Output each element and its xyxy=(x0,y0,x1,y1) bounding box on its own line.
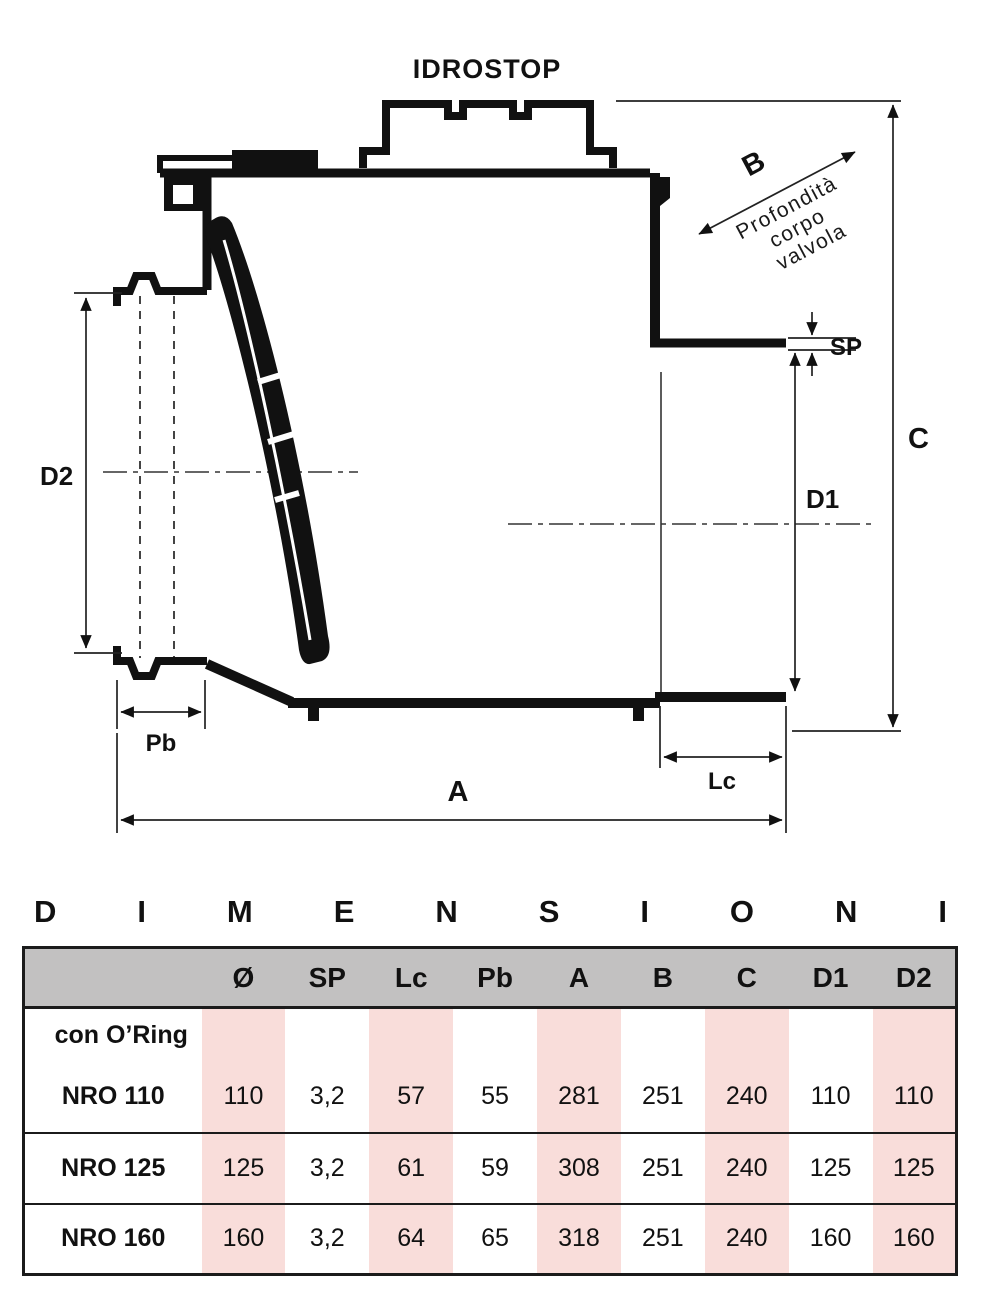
section-title-letter: O xyxy=(729,894,755,929)
group-label: con O’Ring xyxy=(54,1020,188,1049)
valve-flap xyxy=(205,216,330,665)
section-title-letter: I xyxy=(640,894,649,929)
value-cell: 240 xyxy=(704,1061,789,1133)
centerlines xyxy=(103,471,874,525)
section-title-letter: E xyxy=(333,894,355,929)
value-cell: 64 xyxy=(369,1203,454,1275)
value-cell: 110 xyxy=(872,1061,957,1133)
value-cell: 110 xyxy=(201,1061,286,1133)
table-row: NRO 125 125 3,2 61 59 308 251 240 125 125 xyxy=(23,1132,957,1204)
value-cell: 240 xyxy=(704,1132,789,1204)
empty-cell xyxy=(369,1007,454,1062)
value-cell: 57 xyxy=(369,1061,454,1133)
value-cell: 240 xyxy=(704,1203,789,1275)
value-cell: 308 xyxy=(537,1132,621,1204)
section-title-letter: N xyxy=(435,894,458,929)
section-title-letter: N xyxy=(834,894,858,929)
value-cell: 160 xyxy=(201,1203,286,1275)
empty-cell xyxy=(201,1007,286,1062)
dim-label-d1: D1 xyxy=(806,484,839,514)
flap-tick xyxy=(257,371,285,385)
dim-label-c: C xyxy=(908,423,929,455)
column-header: B xyxy=(620,947,705,1008)
empty-cell xyxy=(285,1008,369,1062)
table-row: NRO 110 110 3,2 57 55 281 251 240 110 110 xyxy=(24,1061,957,1133)
empty-cell xyxy=(789,1008,873,1062)
corner-header xyxy=(23,947,202,1008)
value-cell: 65 xyxy=(481,1224,509,1253)
value-cell: 125 xyxy=(201,1132,286,1204)
column-header: C xyxy=(704,947,789,1008)
flap-tick xyxy=(267,431,295,445)
b-dimension-line xyxy=(698,151,856,235)
flap-edge-highlight xyxy=(222,239,312,641)
value-cell: 110 xyxy=(810,1082,851,1110)
b-note: Profondità corpo valvola xyxy=(732,168,869,284)
value-cell: 251 xyxy=(641,1224,684,1253)
empty-cell xyxy=(621,1008,705,1062)
dim-label-b: B xyxy=(737,145,771,183)
dim-label-d2: D2 xyxy=(40,461,73,491)
dim-label-a: A xyxy=(448,776,469,808)
empty-cell xyxy=(453,1008,537,1062)
section-title-letter: S xyxy=(538,894,560,929)
column-header: SP xyxy=(285,947,370,1008)
column-header: Lc xyxy=(369,947,454,1008)
value-cell: 3,2 xyxy=(309,1082,345,1110)
body-foot xyxy=(633,706,644,721)
empty-cell xyxy=(704,1007,789,1062)
value-cell: 281 xyxy=(537,1061,621,1133)
cap-outline xyxy=(359,100,617,168)
rim-left-step xyxy=(157,155,232,173)
product-title: IDROSTOP xyxy=(413,54,562,84)
valve-technical-drawing: IDROSTOP xyxy=(40,54,929,833)
section-title-letter: I xyxy=(137,894,146,929)
section-title-letter: M xyxy=(226,894,253,929)
value-cell: 160 xyxy=(872,1203,957,1275)
right-bracket xyxy=(650,177,670,214)
section-title-letter: D xyxy=(34,894,57,929)
row-label: NRO 125 xyxy=(61,1153,166,1182)
empty-cell xyxy=(537,1007,621,1062)
body-bottom-slope xyxy=(204,659,295,707)
hinge-pocket-cavity xyxy=(173,185,193,204)
dim-label-sp: SP xyxy=(830,334,862,361)
value-cell: 59 xyxy=(481,1153,509,1182)
value-cell: 125 xyxy=(809,1153,852,1182)
dim-label-lc: Lc xyxy=(708,768,736,795)
section-title-letter: I xyxy=(938,894,947,929)
value-cell: 61 xyxy=(369,1132,454,1204)
value-cell: 318 xyxy=(537,1203,621,1275)
rim-raised-block xyxy=(232,150,318,173)
column-header: A xyxy=(537,947,621,1008)
column-header: Pb xyxy=(453,947,537,1008)
column-header: Ø xyxy=(201,947,286,1008)
value-cell: 55 xyxy=(481,1082,509,1110)
row-label: NRO 110 xyxy=(61,1082,165,1110)
body-foot xyxy=(308,706,319,721)
valve-cap xyxy=(359,100,617,168)
inlet-bottom-wall xyxy=(117,657,207,680)
group-row: con O’Ring xyxy=(24,1007,957,1062)
hidden-lines xyxy=(139,296,662,698)
column-header: D1 xyxy=(788,947,873,1008)
flap-tick xyxy=(274,490,300,503)
row-label: NRO 160 xyxy=(61,1224,166,1253)
column-header: D2 xyxy=(872,947,957,1008)
table-row: NRO 160 160 3,2 64 65 318 251 240 160 160 xyxy=(23,1203,957,1275)
value-cell: 3,2 xyxy=(309,1224,345,1253)
empty-cell xyxy=(872,1007,957,1062)
value-cell: 160 xyxy=(809,1224,852,1253)
value-cell: 125 xyxy=(872,1132,957,1204)
inlet-top-wall xyxy=(117,272,207,295)
value-cell: 251 xyxy=(641,1082,684,1110)
dim-label-pb: Pb xyxy=(146,730,177,757)
value-cell: 3,2 xyxy=(309,1153,345,1182)
value-cell: 251 xyxy=(641,1153,684,1182)
